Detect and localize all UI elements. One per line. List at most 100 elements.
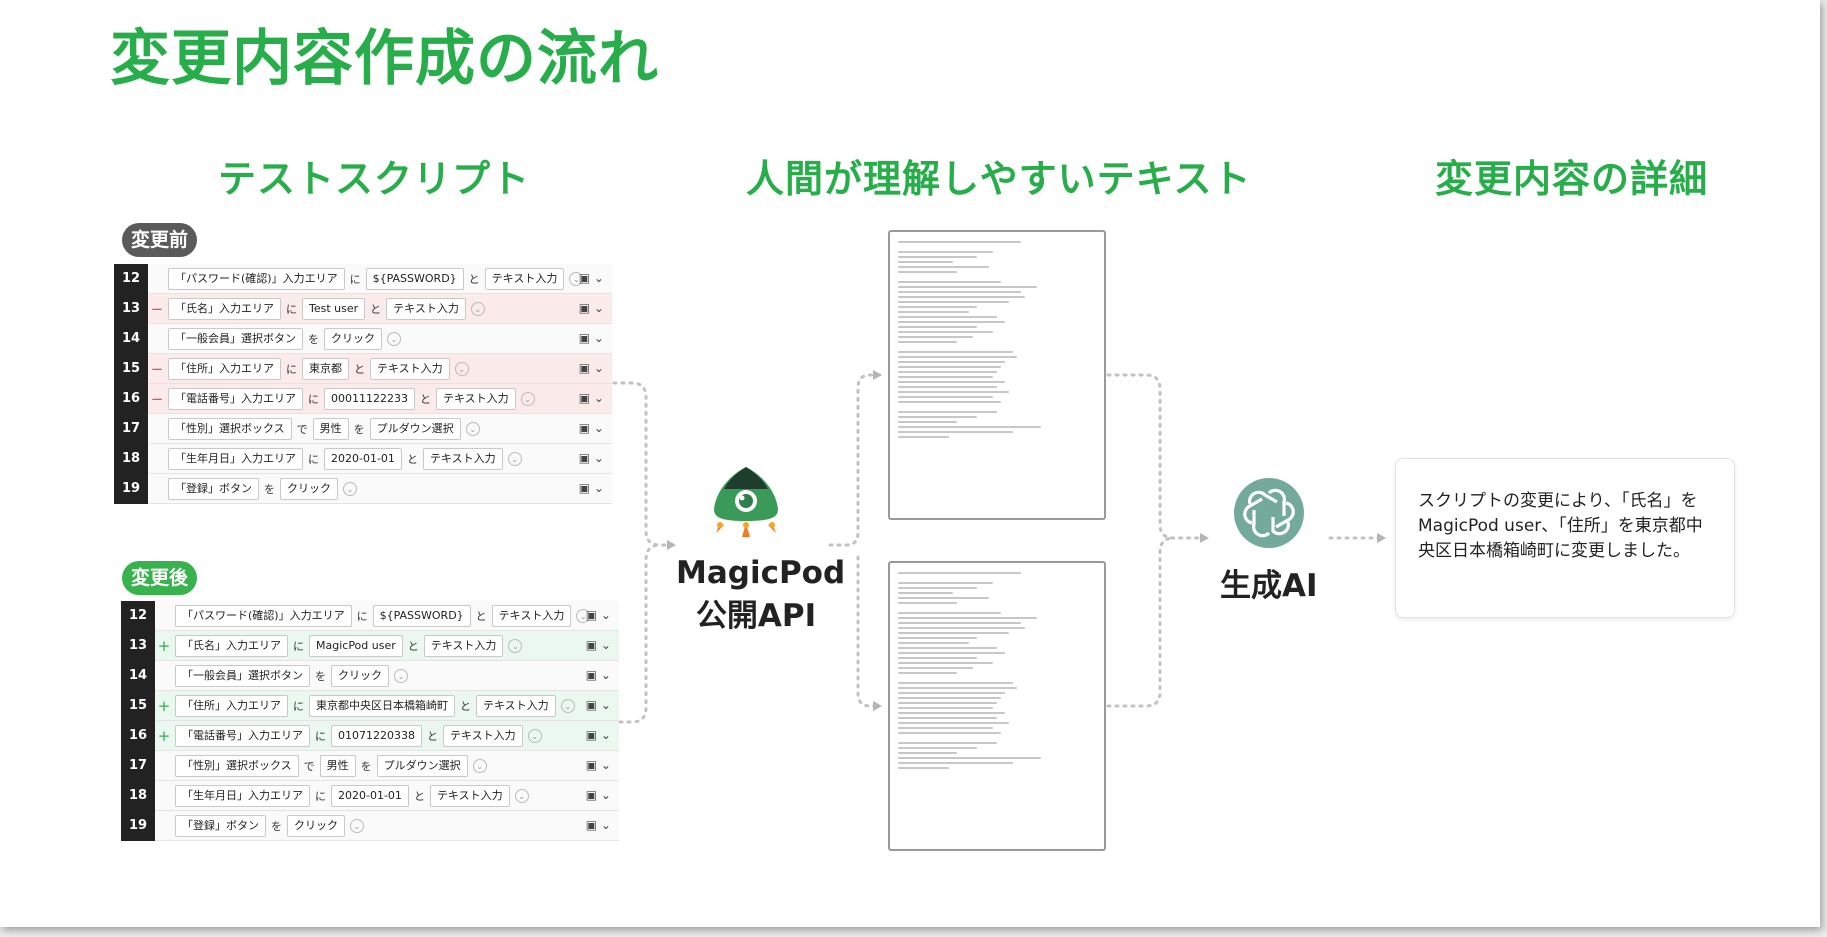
table-row[interactable]: 19「登録」ボタンをクリック⌄▣ ⌄ <box>114 474 612 504</box>
chevron-down-icon[interactable]: ⌄ <box>576 609 591 623</box>
step-chip[interactable]: クリック <box>331 665 389 687</box>
step-chip[interactable]: 「登録」ボタン <box>175 815 266 837</box>
screenshot-menu-icon[interactable]: ▣ ⌄ <box>585 638 611 652</box>
step-chip[interactable]: 「氏名」入力エリア <box>175 635 288 657</box>
step-joiner: に <box>286 363 297 376</box>
step-chip[interactable]: テキスト入力 <box>370 358 450 380</box>
screenshot-menu-icon[interactable]: ▣ ⌄ <box>578 391 604 405</box>
table-row[interactable]: 12「パスワード(確認)」入力エリアに${PASSWORD}とテキスト入力⌄▣ … <box>114 264 612 294</box>
step-chip[interactable]: プルダウン選択 <box>376 755 468 777</box>
step-chip[interactable]: Test user <box>302 298 366 320</box>
step-chip[interactable]: 「一般会員」選択ボタン <box>175 665 310 687</box>
step-chip[interactable]: テキスト入力 <box>422 448 503 470</box>
chevron-down-icon[interactable]: ⌄ <box>472 759 487 773</box>
step-chip[interactable]: 「登録」ボタン <box>168 478 259 500</box>
step-chip[interactable]: クリック <box>287 815 345 837</box>
screenshot-menu-icon[interactable]: ▣ ⌄ <box>585 668 611 682</box>
chevron-down-icon[interactable]: ⌄ <box>527 729 542 743</box>
step-chip[interactable]: 「住所」入力エリア <box>175 695 288 717</box>
row-number: 17 <box>121 751 155 781</box>
screenshot-menu-icon[interactable]: ▣ ⌄ <box>585 758 611 772</box>
screenshot-menu-icon[interactable]: ▣ ⌄ <box>585 698 611 712</box>
table-row[interactable]: 15−「住所」入力エリアに東京都とテキスト入力⌄▣ ⌄ <box>114 354 612 384</box>
step-chip[interactable]: 「生年月日」入力エリア <box>168 448 303 470</box>
step-chip[interactable]: 「性別」選択ボックス <box>175 755 299 777</box>
row-number: 13 <box>114 294 148 324</box>
step-chip[interactable]: 「電話番号」入力エリア <box>168 388 303 410</box>
step-chip[interactable]: テキスト入力 <box>484 268 565 290</box>
step-chip[interactable]: 「性別」選択ボックス <box>168 418 292 440</box>
step-chip[interactable]: プルダウン選択 <box>369 418 461 440</box>
step-chip[interactable]: 「パスワード(確認)」入力エリア <box>168 268 345 290</box>
step-chip[interactable]: ${PASSWORD} <box>365 268 464 290</box>
screenshot-menu-icon[interactable]: ▣ ⌄ <box>578 451 604 465</box>
document-text-line <box>898 592 954 594</box>
screenshot-menu-icon[interactable]: ▣ ⌄ <box>578 361 604 375</box>
step-chip[interactable]: 2020-01-01 <box>331 785 409 807</box>
script-table-after: 12「パスワード(確認)」入力エリアに${PASSWORD}とテキスト入力⌄▣ … <box>121 601 619 841</box>
step-chip[interactable]: テキスト入力 <box>476 695 556 717</box>
step-chip[interactable]: 「パスワード(確認)」入力エリア <box>175 605 352 627</box>
step-chip[interactable]: ${PASSWORD} <box>372 605 471 627</box>
step-chip[interactable]: 「電話番号」入力エリア <box>175 725 310 747</box>
table-row[interactable]: 12「パスワード(確認)」入力エリアに${PASSWORD}とテキスト入力⌄▣ … <box>121 601 619 631</box>
step-chip[interactable]: 01071220338 <box>331 725 422 747</box>
step-chip[interactable]: クリック <box>324 328 382 350</box>
screenshot-menu-icon[interactable]: ▣ ⌄ <box>578 331 604 345</box>
chevron-down-icon[interactable]: ⌄ <box>569 272 584 286</box>
screenshot-menu-icon[interactable]: ▣ ⌄ <box>585 728 611 742</box>
step-chip[interactable]: 「住所」入力エリア <box>168 358 281 380</box>
chevron-down-icon[interactable]: ⌄ <box>514 789 529 803</box>
screenshot-menu-icon[interactable]: ▣ ⌄ <box>578 271 604 285</box>
screenshot-menu-icon[interactable]: ▣ ⌄ <box>585 788 611 802</box>
step-chip[interactable]: テキスト入力 <box>442 725 523 747</box>
screenshot-menu-icon[interactable]: ▣ ⌄ <box>578 481 604 495</box>
screenshot-menu-icon[interactable]: ▣ ⌄ <box>578 301 604 315</box>
step-chip[interactable]: MagicPod user <box>309 635 403 657</box>
chevron-down-icon[interactable]: ⌄ <box>465 422 480 436</box>
screenshot-menu-icon[interactable]: ▣ ⌄ <box>585 818 611 832</box>
step-chip[interactable]: 「生年月日」入力エリア <box>175 785 310 807</box>
chevron-down-icon[interactable]: ⌄ <box>470 302 485 316</box>
chevron-down-icon[interactable]: ⌄ <box>507 452 522 466</box>
removed-mark: − <box>150 300 164 318</box>
chevron-down-icon[interactable]: ⌄ <box>520 392 535 406</box>
step-chip[interactable]: テキスト入力 <box>386 298 466 320</box>
chevron-down-icon[interactable]: ⌄ <box>394 669 408 683</box>
table-row[interactable]: 17「性別」選択ボックスで男性をプルダウン選択⌄▣ ⌄ <box>114 414 612 444</box>
step-chip[interactable]: 東京都中央区日本橋箱崎町 <box>309 695 455 717</box>
step-chip[interactable]: テキスト入力 <box>423 635 504 657</box>
table-row[interactable]: 19「登録」ボタンをクリック⌄▣ ⌄ <box>121 811 619 841</box>
document-text-line <box>898 647 997 649</box>
step-chip[interactable]: クリック <box>280 478 338 500</box>
chevron-down-icon[interactable]: ⌄ <box>508 639 523 653</box>
table-row[interactable]: 15+「住所」入力エリアに東京都中央区日本橋箱崎町とテキスト入力⌄▣ ⌄ <box>121 691 619 721</box>
chevron-down-icon[interactable]: ⌄ <box>560 699 575 713</box>
step-chip[interactable]: 男性 <box>312 418 349 440</box>
table-row[interactable]: 14「一般会員」選択ボタンをクリック⌄▣ ⌄ <box>121 661 619 691</box>
step-chip[interactable]: 2020-01-01 <box>324 448 402 470</box>
screenshot-menu-icon[interactable]: ▣ ⌄ <box>585 608 611 622</box>
step-chip[interactable]: 男性 <box>319 755 356 777</box>
chevron-down-icon[interactable]: ⌄ <box>454 362 469 376</box>
table-row[interactable]: 14「一般会員」選択ボタンをクリック⌄▣ ⌄ <box>114 324 612 354</box>
step-chip[interactable]: テキスト入力 <box>491 605 572 627</box>
screenshot-menu-icon[interactable]: ▣ ⌄ <box>578 421 604 435</box>
step-chip[interactable]: 00011122233 <box>324 388 415 410</box>
step-chip[interactable]: 「氏名」入力エリア <box>168 298 281 320</box>
step-chip[interactable]: テキスト入力 <box>429 785 510 807</box>
table-row[interactable]: 17「性別」選択ボックスで男性をプルダウン選択⌄▣ ⌄ <box>121 751 619 781</box>
step-chip[interactable]: 「一般会員」選択ボタン <box>168 328 303 350</box>
chevron-down-icon[interactable]: ⌄ <box>387 332 401 346</box>
step-chip[interactable]: 東京都 <box>302 358 349 380</box>
chevron-down-icon[interactable]: ⌄ <box>343 482 357 496</box>
step-chip[interactable]: テキスト入力 <box>435 388 516 410</box>
document-text-line <box>898 597 990 599</box>
chevron-down-icon[interactable]: ⌄ <box>350 819 364 833</box>
